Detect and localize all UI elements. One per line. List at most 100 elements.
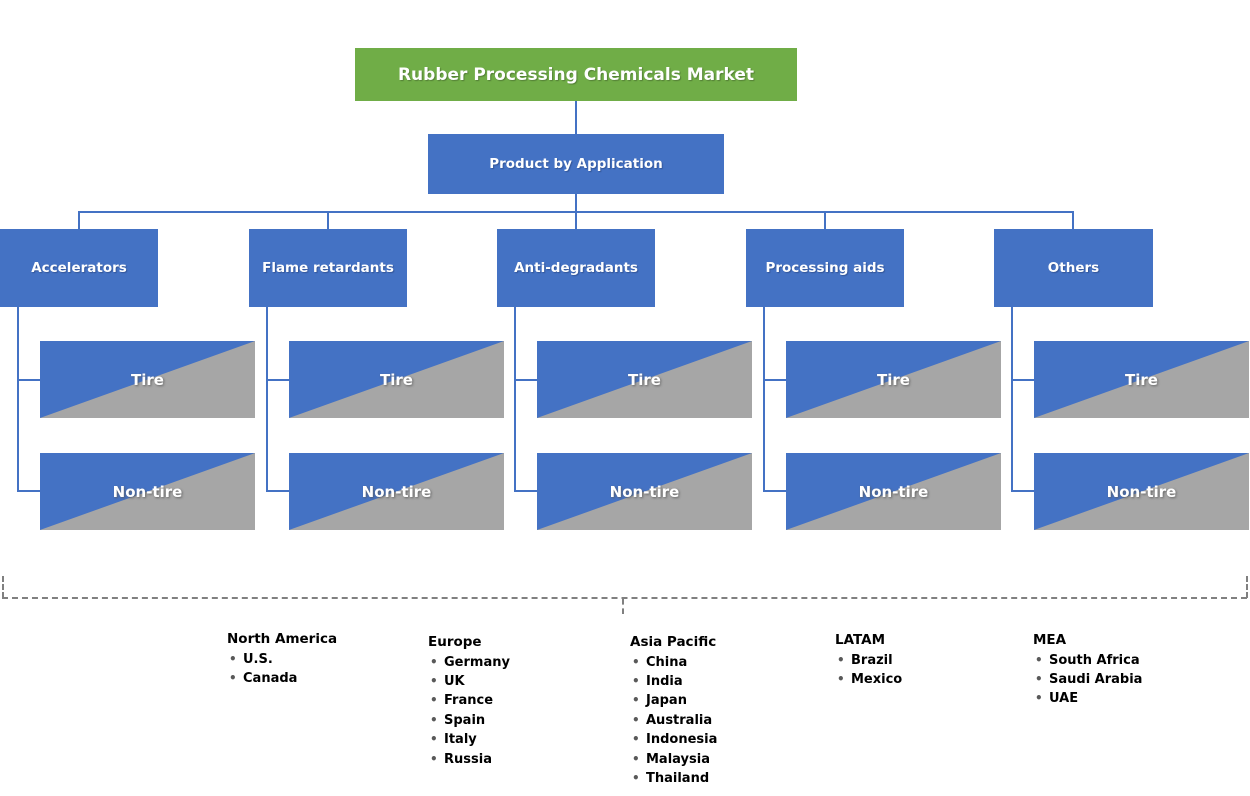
region-title: MEA: [1033, 632, 1067, 648]
connector-line: [763, 307, 765, 492]
category-node-flame-retardants: Flame retardants: [249, 229, 407, 307]
connector-line: [575, 194, 577, 212]
country-item: •Germany: [428, 653, 510, 672]
application-node-tire: Tire: [786, 341, 1001, 418]
category-node-accelerators: Accelerators: [0, 229, 158, 307]
connector-stub-line: [1011, 379, 1034, 381]
connector-line: [575, 101, 577, 134]
connector-stub-line: [514, 379, 537, 381]
country-item: • UK: [428, 672, 510, 691]
connector-line: [1011, 307, 1013, 492]
bullet-icon: •: [1035, 671, 1043, 686]
country-item: •Italy: [428, 730, 510, 749]
country-item: • India: [630, 672, 717, 691]
connector-drop-line: [824, 211, 826, 229]
bullet-icon: •: [632, 770, 640, 785]
country-label: South Africa: [1049, 652, 1140, 668]
country-label: Malaysia: [646, 751, 710, 767]
country-item: • Mexico: [835, 670, 902, 689]
bracket-center-tick: [622, 599, 624, 614]
region-mea: MEA • South Africa • Saudi Arabia • UAE: [1033, 631, 1142, 709]
country-label: UK: [444, 673, 465, 689]
region-title: Asia Pacific: [630, 634, 717, 650]
country-item: •China: [630, 653, 717, 672]
country-item: • Saudi Arabia: [1033, 670, 1142, 689]
bracket-tick: [1246, 576, 1248, 598]
country-label: France: [444, 693, 494, 709]
application-label: Tire: [1125, 370, 1158, 389]
country-item: •Thailand: [630, 769, 717, 788]
connector-stub-line: [17, 490, 40, 492]
country-label: Germany: [444, 654, 510, 670]
country-label: Mexico: [851, 671, 903, 687]
bullet-icon: •: [632, 712, 640, 727]
region-asia-pacific: Asia Pacific •China •India •Japan •Austr…: [630, 633, 717, 788]
country-label: UAE: [1049, 691, 1079, 707]
application-node-tire: Tire: [1034, 341, 1249, 418]
connector-stub-line: [763, 379, 786, 381]
connector-stub-line: [514, 490, 537, 492]
connector-stub-line: [266, 379, 289, 381]
bullet-icon: •: [430, 673, 438, 688]
country-item: • Russia: [428, 750, 510, 769]
segmentation-node: Product by Application: [428, 134, 724, 194]
region-title: LATAM: [835, 632, 886, 648]
country-label: Canada: [243, 670, 298, 686]
country-item: •Spain: [428, 711, 510, 730]
application-label: Tire: [380, 370, 413, 389]
country-label: Japan: [646, 693, 687, 709]
connector-drop-line: [78, 211, 80, 229]
country-label: Brazil: [851, 652, 893, 668]
region-europe: Europe •Germany •UK •France •Spain •Ital…: [428, 633, 510, 769]
country-item: •Japan: [630, 691, 717, 710]
bracket-tick: [2, 576, 4, 598]
bullet-icon: •: [430, 693, 438, 708]
country-label: Australia: [646, 712, 713, 728]
bullet-icon: •: [1035, 691, 1043, 706]
country-item: • Indonesia: [630, 730, 717, 749]
bullet-icon: •: [837, 652, 845, 667]
country-label: Russia: [444, 751, 492, 767]
bullet-icon: •: [632, 732, 640, 747]
country-label: China: [646, 654, 688, 670]
country-label: Indonesia: [646, 732, 718, 748]
application-node-non-tire: Non-tire: [537, 453, 752, 530]
bracket-line: [2, 597, 1247, 599]
connector-drop-line: [575, 211, 577, 229]
bullet-icon: •: [229, 651, 237, 666]
bullet-icon: •: [632, 751, 640, 766]
region-latam: LATAM • Brazil • Mexico: [835, 631, 902, 689]
bullet-icon: •: [430, 751, 438, 766]
country-item: • UAE: [1033, 689, 1142, 708]
application-label: Tire: [131, 370, 164, 389]
country-label: Saudi Arabia: [1049, 671, 1143, 687]
country-label: U.S.: [243, 651, 273, 667]
bullet-icon: •: [430, 712, 438, 727]
bullet-icon: •: [430, 732, 438, 747]
connector-stub-line: [17, 379, 40, 381]
connector-drop-line: [1072, 211, 1074, 229]
country-item: • France: [428, 691, 510, 710]
country-item: • Brazil: [835, 651, 902, 670]
category-node-processing-aids: Processing aids: [746, 229, 904, 307]
bullet-icon: •: [632, 673, 640, 688]
category-node-anti-degradants: Anti-degradants: [497, 229, 655, 307]
connector-stub-line: [763, 490, 786, 492]
connector-line: [17, 307, 19, 492]
country-item: •Canada: [227, 669, 337, 688]
application-label: Tire: [628, 370, 661, 389]
diagram-title: Rubber Processing Chemicals Market: [355, 48, 797, 101]
region-title: North America: [227, 631, 338, 647]
country-label: India: [646, 673, 683, 689]
bullet-icon: •: [837, 671, 845, 686]
application-label: Non-tire: [112, 482, 183, 501]
category-node-others: Others: [994, 229, 1153, 307]
country-item: • Australia: [630, 711, 717, 730]
region-title: Europe: [428, 634, 482, 650]
application-node-tire: Tire: [537, 341, 752, 418]
country-item: • U.S.: [227, 650, 337, 669]
application-node-non-tire: Non-tire: [786, 453, 1001, 530]
connector-stub-line: [1011, 490, 1034, 492]
connector-line: [266, 307, 268, 492]
